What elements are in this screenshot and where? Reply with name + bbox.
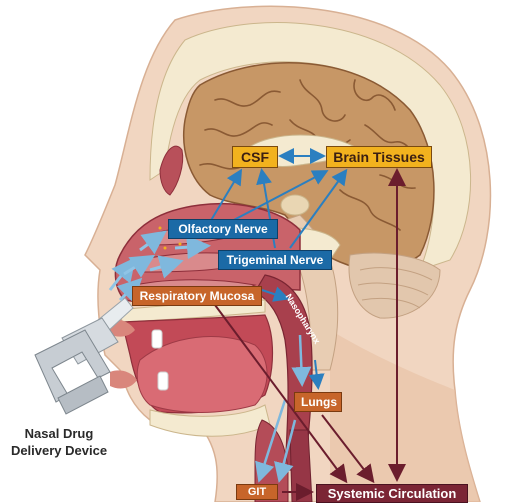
device-grip bbox=[58, 376, 108, 414]
olfactory-nerve-label: Olfactory Nerve bbox=[168, 219, 278, 239]
device-caption-line1: Nasal Drug bbox=[4, 425, 114, 442]
git-label: GIT bbox=[236, 484, 278, 500]
csf-label: CSF bbox=[232, 146, 278, 168]
lungs-label: Lungs bbox=[294, 392, 342, 412]
device-caption-line2: Delivery Device bbox=[4, 442, 114, 459]
device-caption: Nasal Drug Delivery Device bbox=[4, 425, 114, 459]
trigeminal-nerve-label: Trigeminal Nerve bbox=[218, 250, 332, 270]
respiratory-mucosa-label: Respiratory Mucosa bbox=[132, 286, 262, 306]
pituitary bbox=[281, 195, 309, 215]
systemic-circulation-label: Systemic Circulation bbox=[316, 484, 468, 503]
brain-tissues-label: Brain Tissues bbox=[326, 146, 432, 168]
